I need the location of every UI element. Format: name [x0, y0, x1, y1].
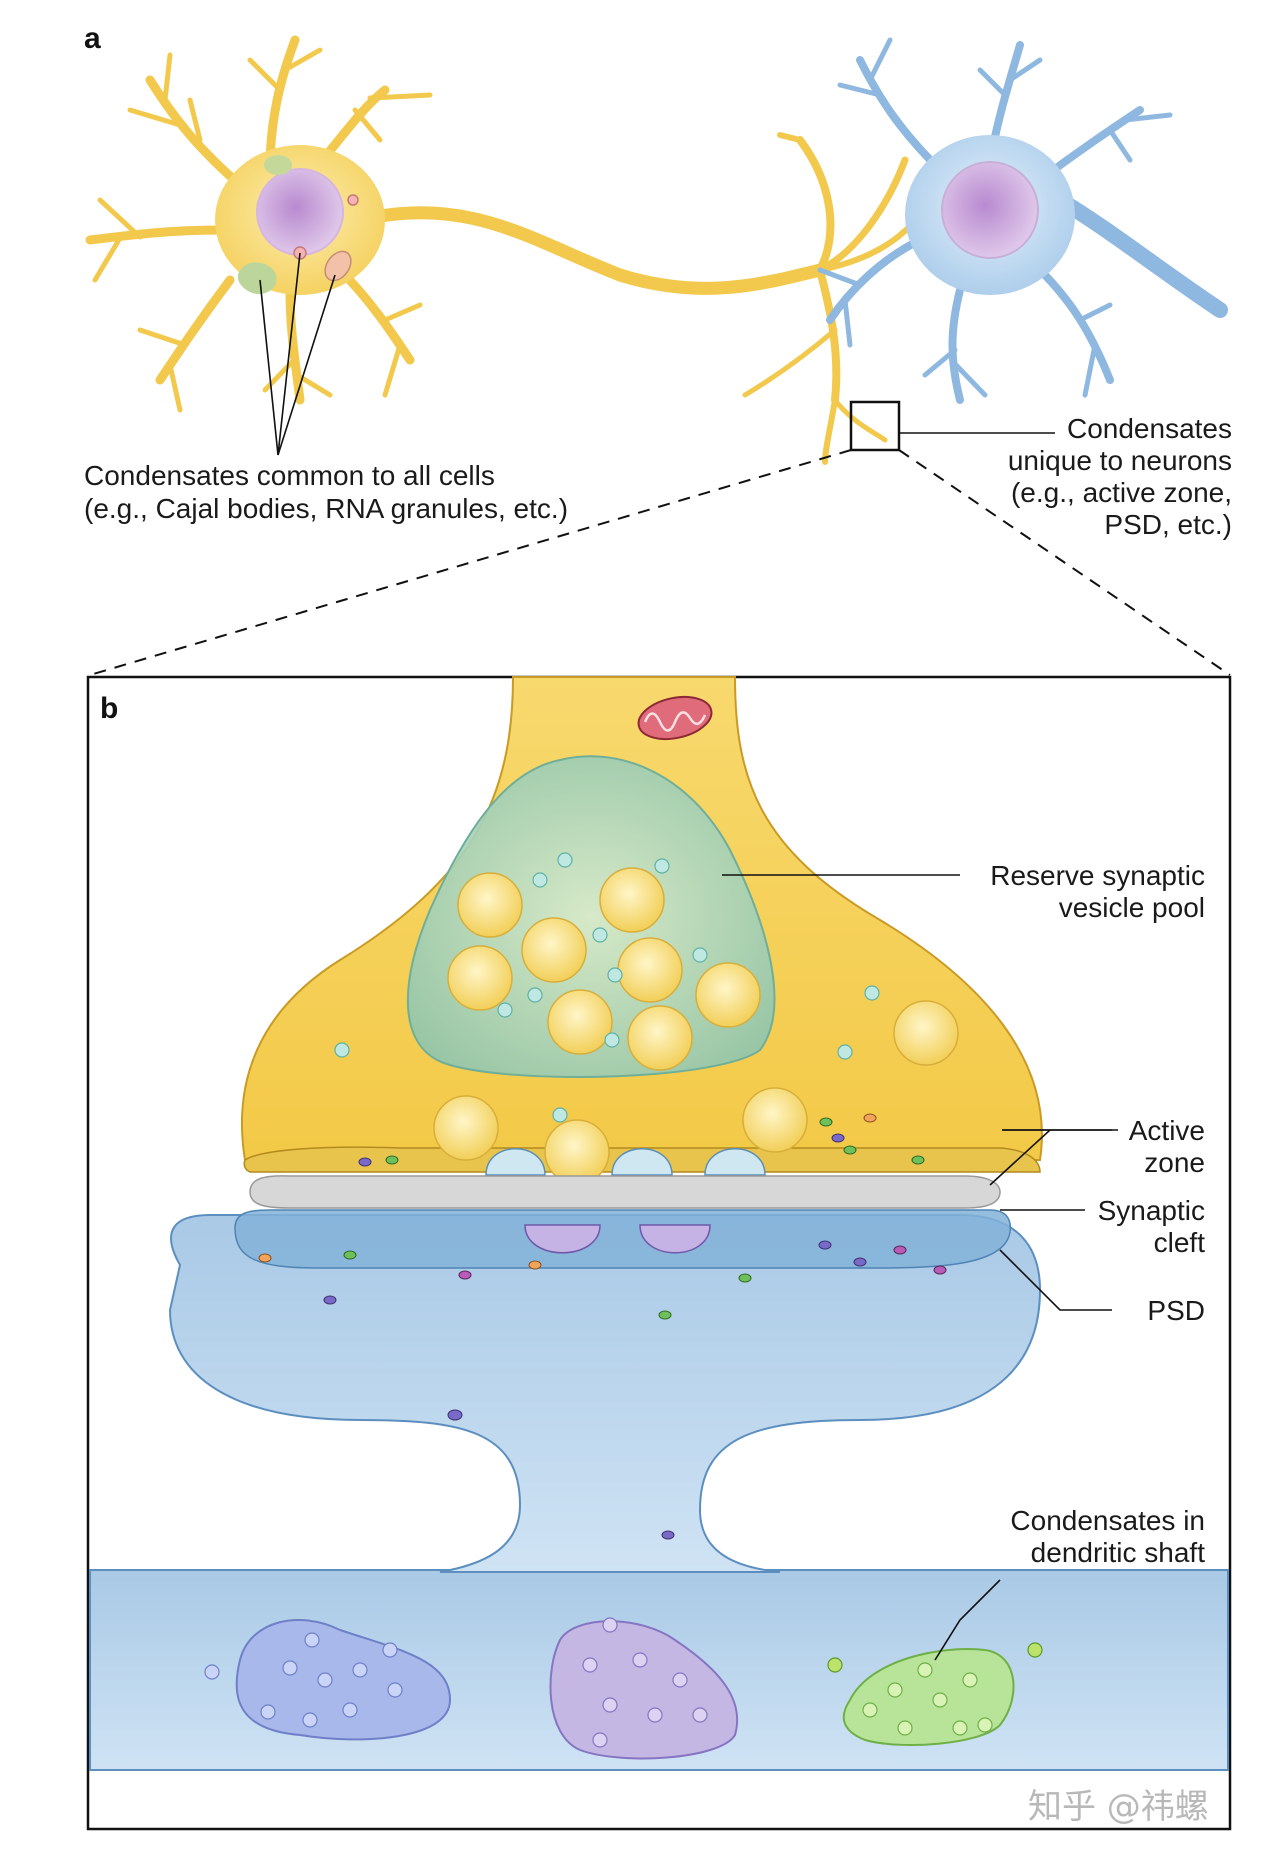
cleft-label-line2: cleft [1154, 1227, 1206, 1258]
psd-label: PSD [1147, 1295, 1205, 1326]
active-label-line1: Active [1129, 1115, 1205, 1146]
unique-condensates-label: Condensates unique to neurons (e.g., act… [1008, 413, 1232, 540]
shaft-label-line2: dendritic shaft [1031, 1537, 1206, 1568]
panel-b: b [86, 675, 1232, 1831]
zoom-box [849, 400, 901, 452]
active-label-line2: zone [1144, 1147, 1205, 1178]
unique-label-line1: Condensates [1067, 413, 1232, 444]
cleft-label-line1: Synaptic [1098, 1195, 1205, 1226]
common-label-line2: (e.g., Cajal bodies, RNA granules, etc.) [84, 493, 568, 524]
common-label-line1: Condensates common to all cells [84, 460, 495, 491]
postsynaptic-density [234, 1209, 1012, 1269]
panel-b-leaders [722, 874, 1118, 1661]
shaft-label-line1: Condensates in [1010, 1505, 1205, 1536]
synaptic-cleft [249, 1175, 1001, 1209]
watermark: 知乎 @祎螺 [1028, 1787, 1209, 1827]
reserve-pool-label: Reserve synaptic vesicle pool [990, 860, 1205, 923]
scattered-molecules [258, 1113, 947, 1540]
reserve-label-line1: Reserve synaptic [990, 860, 1205, 891]
panel-b-label: b [100, 692, 118, 725]
reserve-label-line2: vesicle pool [1059, 892, 1205, 923]
common-condensates-leaders [259, 252, 336, 456]
unique-label-line2: unique to neurons [1008, 445, 1232, 476]
common-condensates-label: Condensates common to all cells (e.g., C… [84, 460, 568, 524]
unique-label-line4: PSD, etc.) [1104, 509, 1232, 540]
reserve-vesicle-pool [334, 755, 959, 1123]
presynaptic-neuron [85, 35, 923, 465]
dendritic-shaft-label: Condensates in dendritic shaft [1010, 1505, 1205, 1568]
mitochondrion [637, 695, 713, 741]
panel-a-label: a [84, 22, 101, 55]
active-zone-label: Active zone [1129, 1115, 1205, 1178]
synaptic-cleft-label: Synaptic cleft [1098, 1195, 1206, 1258]
dendritic-shaft-condensates [204, 1617, 1043, 1760]
active-zone [243, 1087, 1041, 1185]
unique-label-line3: (e.g., active zone, [1011, 477, 1232, 508]
postsynaptic-neuron [817, 37, 1228, 404]
zoom-projection-lines [89, 449, 1231, 676]
